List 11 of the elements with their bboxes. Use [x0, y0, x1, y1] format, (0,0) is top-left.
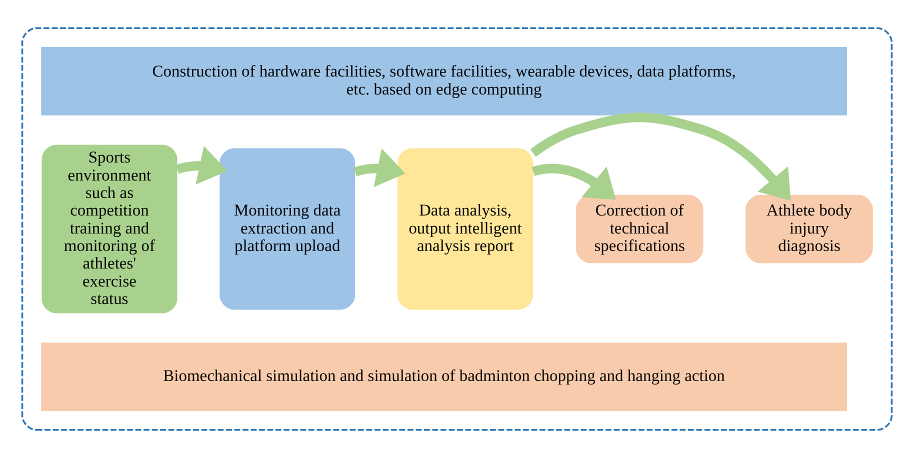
node-box: Athlete body injury diagnosis [746, 194, 873, 263]
node-box: Data analysis, output intelligent analysis report [398, 148, 533, 310]
node-box: Biomechanical simulation and simulation of badminton chopping and hanging action [41, 342, 847, 411]
arrow [530, 112, 791, 200]
node-box: Sports environment such as competition training and monitoring of athletes' exercise status [42, 144, 178, 313]
node-box: Construction of hardware facilities, software facilities, wearable devices, data platforms, etc. based on edge computing [41, 46, 847, 115]
arrow [176, 145, 228, 184]
node-box: Monitoring data extraction and platform upload [220, 148, 356, 310]
node-box: Correction of technical specifications [576, 194, 704, 263]
arrow [532, 163, 616, 200]
cluster [21, 26, 893, 430]
